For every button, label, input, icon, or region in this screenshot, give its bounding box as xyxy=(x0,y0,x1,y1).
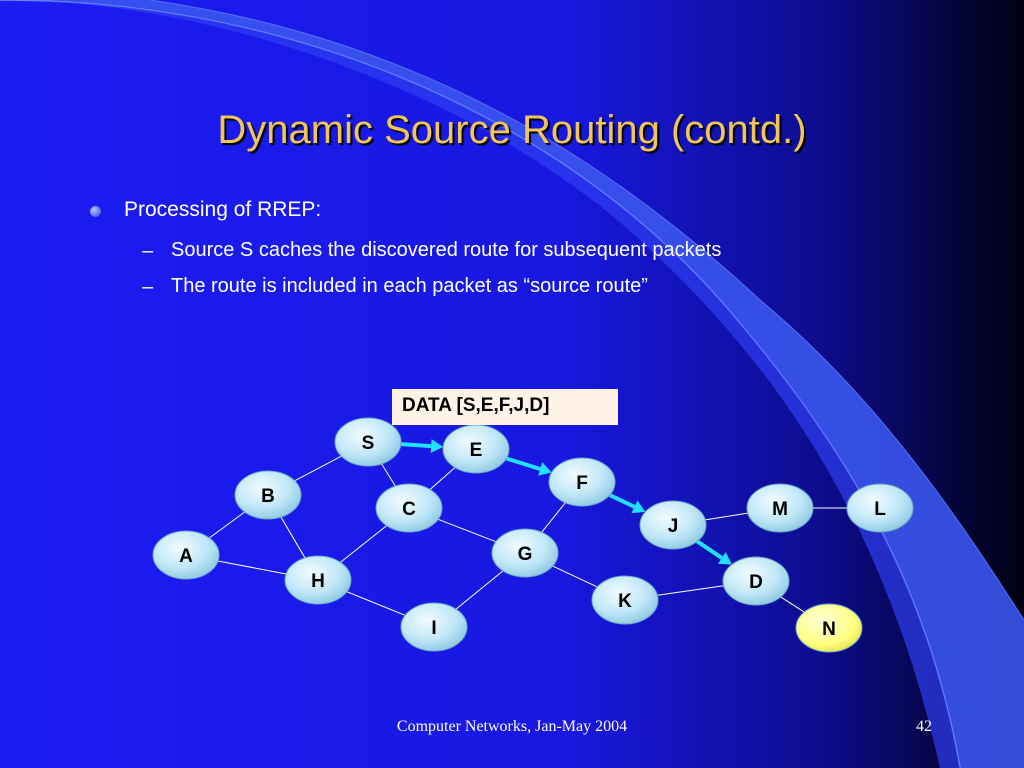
bullet-dot-icon xyxy=(90,206,101,217)
edge-D-N xyxy=(780,596,805,613)
node-K: K xyxy=(591,575,659,625)
edge-C-G xyxy=(437,518,497,543)
node-label-D: D xyxy=(749,572,763,593)
edge-G-K xyxy=(552,565,598,588)
sub-bullet-dash-1: – xyxy=(142,240,154,262)
edge-G-F xyxy=(541,502,566,533)
node-label-H: H xyxy=(311,571,325,592)
node-label-I: I xyxy=(431,618,436,639)
node-label-A: A xyxy=(179,546,193,567)
node-L: L xyxy=(846,483,914,533)
node-I: I xyxy=(400,602,468,652)
node-label-K: K xyxy=(618,591,632,612)
node-label-N: N xyxy=(822,619,836,640)
route-arrow-J-D xyxy=(696,539,732,565)
route-arrow-E-F xyxy=(505,456,552,476)
edge-H-I xyxy=(346,591,406,616)
data-label-box xyxy=(392,389,618,425)
node-N: N xyxy=(795,603,863,653)
footer-text: Computer Networks, Jan-May 2004 xyxy=(396,718,628,735)
bullet-text: Processing of RREP: xyxy=(124,198,322,221)
edge-C-E xyxy=(429,467,456,490)
sub-bullet-dash-2: – xyxy=(142,276,154,298)
node-label-M: M xyxy=(772,499,788,520)
edge-B-A xyxy=(208,511,246,539)
edge-I-G xyxy=(455,570,504,610)
node-E: E xyxy=(442,424,510,474)
node-label-S: S xyxy=(362,433,375,454)
node-label-G: G xyxy=(518,544,533,565)
node-C: C xyxy=(375,483,443,533)
node-G: G xyxy=(491,528,559,578)
page-number: 42 xyxy=(916,718,932,735)
edge-B-H xyxy=(280,516,306,559)
node-H: H xyxy=(284,555,352,605)
node-label-F: F xyxy=(576,473,588,494)
node-label-L: L xyxy=(874,499,886,520)
node-label-J: J xyxy=(668,516,679,537)
edge-K-D xyxy=(657,585,724,596)
route-arrow-S-E xyxy=(400,439,444,454)
sub-bullet-2: The route is included in each packet as … xyxy=(171,275,648,297)
edge-H-C xyxy=(340,525,387,563)
edge-J-M xyxy=(705,512,748,521)
slide-title: Dynamic Source Routing (contd.) xyxy=(217,108,807,152)
node-S: S xyxy=(334,417,402,467)
edge-A-H xyxy=(217,560,287,575)
edge-S-C xyxy=(381,463,396,487)
node-label-C: C xyxy=(402,499,416,520)
node-A: A xyxy=(152,530,220,580)
node-label-B: B xyxy=(261,486,275,507)
node-B: B xyxy=(234,470,302,520)
node-M: M xyxy=(746,483,814,533)
node-J: J xyxy=(639,500,707,550)
node-D: D xyxy=(722,556,790,606)
data-label: DATA [S,E,F,J,D] xyxy=(402,395,550,416)
route-arrow-F-J xyxy=(608,493,646,514)
node-label-E: E xyxy=(470,440,483,461)
edge-S-B xyxy=(294,455,342,482)
sub-bullet-1: Source S caches the discovered route for… xyxy=(171,239,722,261)
node-F: F xyxy=(548,457,616,507)
